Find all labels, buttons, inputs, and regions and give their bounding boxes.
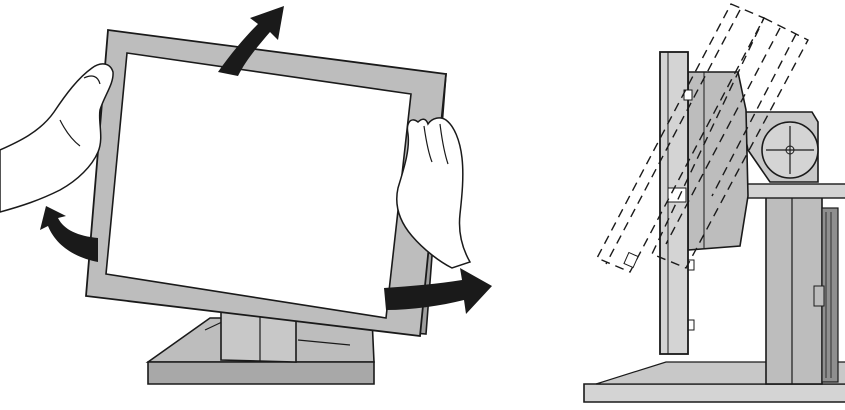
side-stand-column [765, 195, 839, 385]
side-shelf [737, 183, 845, 199]
side-monitor-back [685, 71, 749, 331]
hand-icon [0, 63, 114, 213]
side-monitor-tilted [596, 3, 809, 273]
arrow-up-icon [218, 6, 284, 76]
monitor-screen [105, 52, 412, 319]
front-view [0, 6, 492, 385]
side-tilted-tab [623, 251, 639, 269]
side-hinge [739, 111, 819, 183]
side-view [583, 3, 845, 403]
arrow-right-icon [384, 268, 492, 314]
crosshair-icon [766, 126, 814, 174]
side-monitor-upright [659, 51, 693, 355]
arrow-left-curve-icon [40, 206, 98, 262]
hand-icon [396, 117, 472, 269]
